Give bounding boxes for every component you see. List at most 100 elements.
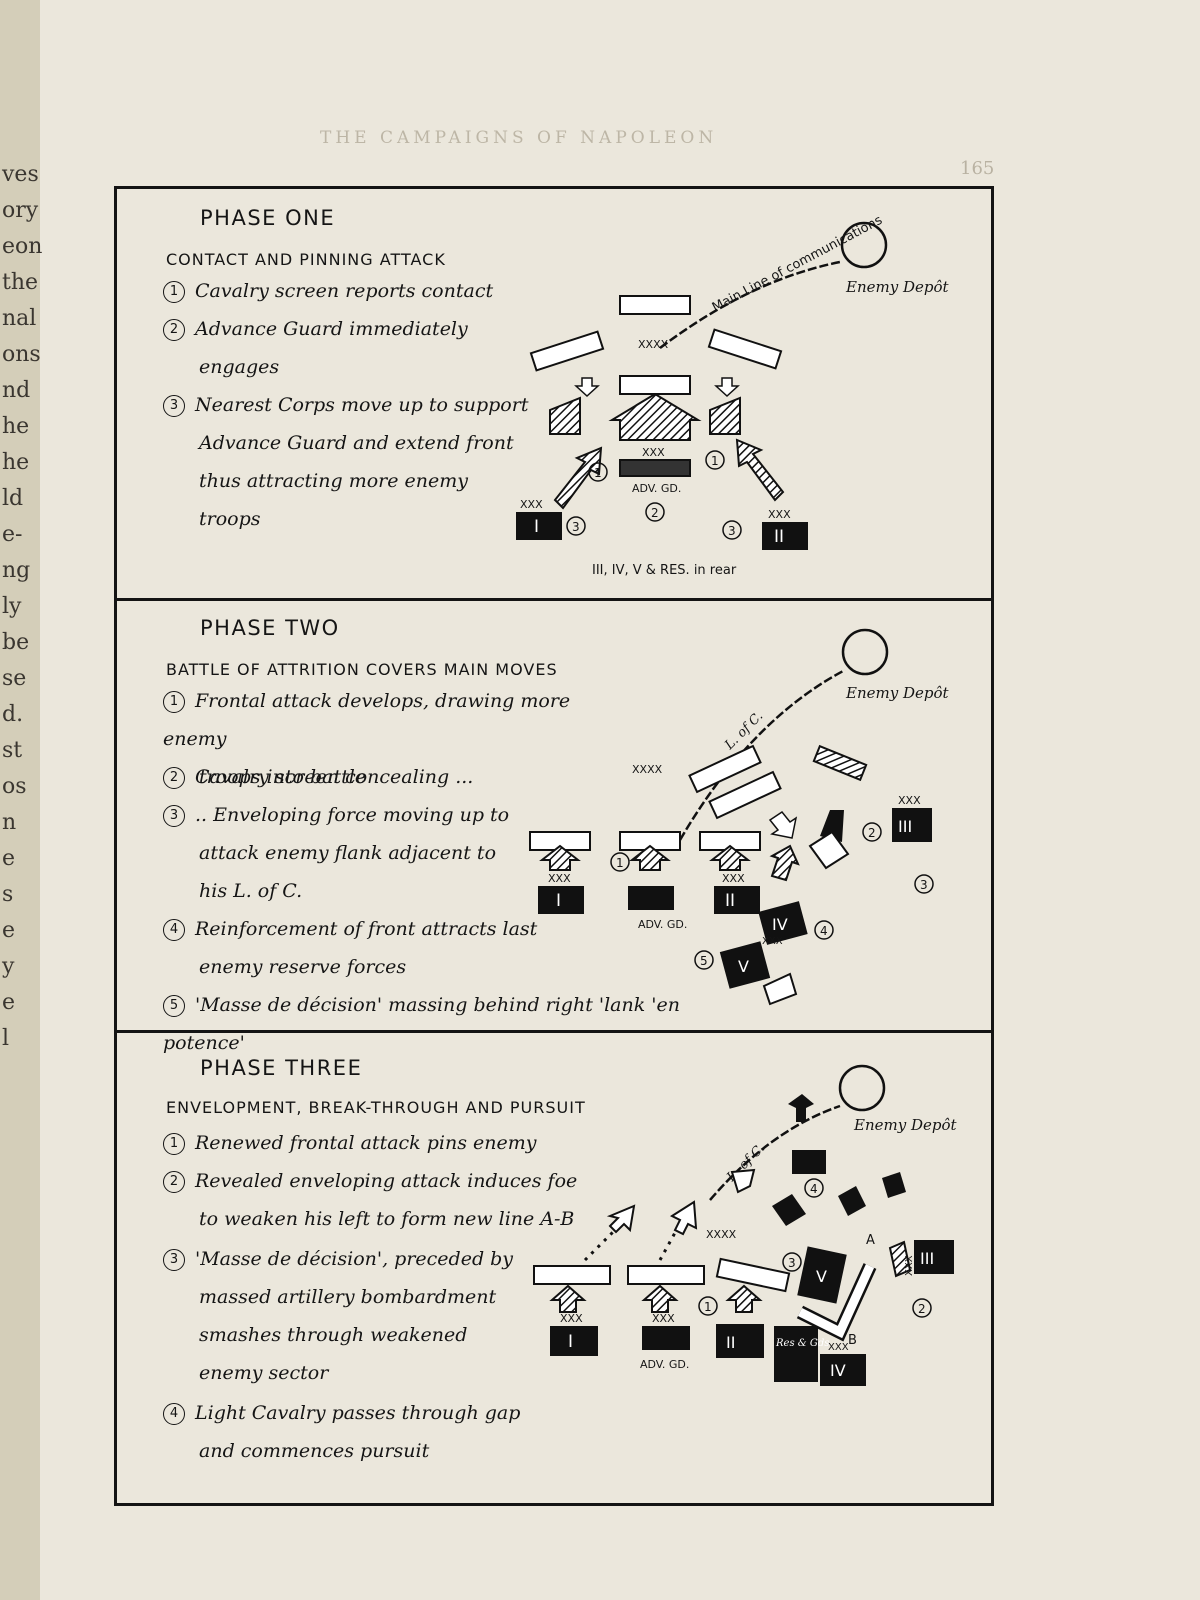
step-text: Light Cavalry passes through gap xyxy=(195,1402,521,1424)
phase-two-step-2: 2 Cavalry screen concealing ... xyxy=(163,758,603,796)
page-number: 165 xyxy=(960,158,995,179)
pursuit-arrow xyxy=(669,1200,698,1236)
step-text: to weaken his left to form new line A-B xyxy=(199,1208,575,1230)
line-of-communications xyxy=(709,1104,841,1201)
step-number: 2 xyxy=(163,767,185,789)
corps-ii-advance-arrow xyxy=(735,438,785,502)
depot-label: Enemy Depôt xyxy=(853,1116,957,1134)
marker-circle xyxy=(862,822,882,842)
corps-i-label: I xyxy=(568,1332,573,1352)
corps-i-advance-arrow xyxy=(553,446,603,510)
book-page xyxy=(40,0,1200,1600)
adv-guard-unit xyxy=(628,886,674,910)
phase-one-title: PHASE ONE xyxy=(200,206,336,230)
step-number: 1 xyxy=(163,281,185,303)
figure-frame xyxy=(114,186,994,1506)
light-cavalry-lead xyxy=(788,1094,814,1122)
enemy-unit xyxy=(707,328,783,370)
marker-circle xyxy=(645,502,665,522)
enemy-army-marker: XXXX xyxy=(706,1228,737,1241)
step-text: thus attracting more enemy xyxy=(199,470,468,492)
marker-circle xyxy=(705,450,725,470)
corps-iv-label: IV xyxy=(772,915,788,934)
step-number: 4 xyxy=(163,919,185,941)
pursuit-arrow xyxy=(606,1204,636,1234)
cavalry-unit xyxy=(882,1172,906,1198)
enemy-unit xyxy=(619,295,691,315)
enemy-unit xyxy=(688,744,762,794)
margin-fragment: he xyxy=(2,414,30,439)
marker-number: 4 xyxy=(820,924,828,938)
marker-circle xyxy=(782,1252,802,1272)
marker-circle xyxy=(610,852,630,872)
corps-iii-unit xyxy=(914,1240,954,1274)
running-head: THE CAMPAIGNS OF NAPOLEON xyxy=(320,128,718,148)
phase-two-subtitle: BATTLE OF ATTRITION COVERS MAIN MOVES xyxy=(166,660,558,679)
corps-iii-unit xyxy=(892,808,932,842)
phase-two-title: PHASE TWO xyxy=(200,616,340,640)
corps-ii-label: II xyxy=(726,1333,735,1352)
margin-fragment: ves xyxy=(2,162,39,187)
phase-three-subtitle: ENVELOPMENT, BREAK-THROUGH AND PURSUIT xyxy=(166,1098,586,1117)
reserve-label: Res & Gds xyxy=(775,1338,829,1349)
step-number: 4 xyxy=(163,1403,185,1425)
enemy-move-arrow xyxy=(574,377,600,398)
step-text: troops xyxy=(199,508,261,530)
enemy-army-marker: XXXX xyxy=(632,763,663,776)
step-text: Revealed enveloping attack induces foe xyxy=(195,1170,578,1192)
enemy-move-arrow xyxy=(714,377,740,398)
corps-iv-unit xyxy=(758,901,808,945)
phase-three-title: PHASE THREE xyxy=(200,1056,363,1080)
marker-circle xyxy=(698,1296,718,1316)
step-text: enemy reserve forces xyxy=(199,956,407,978)
step-number: 5 xyxy=(163,995,185,1017)
line-of-communications xyxy=(678,668,846,841)
margin-fragment: l xyxy=(2,1026,10,1051)
phase-two-step-3: 3.. Enveloping force moving up to attack… xyxy=(163,796,603,910)
margin-fragment: the xyxy=(2,270,39,295)
corps-i-unit xyxy=(516,512,562,540)
margin-fragment: be xyxy=(2,630,30,655)
point-label: A xyxy=(866,1233,875,1248)
margin-fragment: e xyxy=(2,990,16,1015)
corps-ii-label: II xyxy=(725,891,735,911)
step-text: Renewed frontal attack pins enemy xyxy=(195,1132,537,1154)
corps-i-attack-arrow xyxy=(539,844,581,871)
step-text: 'Masse de décision', preceded by xyxy=(195,1248,514,1270)
margin-fragment: st xyxy=(2,738,23,763)
corps-iii-label: III xyxy=(920,1249,934,1268)
step-text: smashes through weakened xyxy=(199,1324,468,1346)
adv-guard-label: ADV. GD. xyxy=(638,918,687,931)
margin-fragment: ons xyxy=(2,342,41,367)
corps-ii-attack-arrow xyxy=(709,844,751,871)
corps-marker: XXX xyxy=(520,498,543,511)
adv-guard-attack-arrow xyxy=(629,844,671,871)
margin-fragment: s xyxy=(2,882,14,907)
marker-circle xyxy=(694,950,714,970)
step-text: Cavalry screen concealing ... xyxy=(195,766,474,788)
point-label: B xyxy=(848,1333,857,1348)
cavalry-screen xyxy=(709,396,741,435)
cavalry-unit xyxy=(838,1186,866,1216)
depot-label: Enemy Depôt xyxy=(845,684,949,702)
enemy-new-line-ab xyxy=(797,1264,875,1339)
phase-three-step-3: 3'Masse de décision', preceded by massed… xyxy=(163,1240,603,1392)
line-of-communications xyxy=(659,260,841,349)
corps-marker: XXX xyxy=(768,508,791,521)
enemy-flank-unit xyxy=(820,810,844,842)
phase-two-diagram: Enemy Depôt L. of C. XXXX XXX I ADV. GD.… xyxy=(529,628,949,1006)
corps-marker: XXX xyxy=(548,872,571,885)
corps-ii-attack-arrow xyxy=(725,1284,763,1313)
corps-v-unit xyxy=(797,1246,847,1304)
marker-number: 3 xyxy=(572,520,580,534)
step-text: enemy sector xyxy=(199,1362,329,1384)
margin-fragment: ory xyxy=(2,198,39,223)
margin-fragment: e xyxy=(2,918,16,943)
enemy-depot-circle xyxy=(838,1064,886,1112)
marker-number: 3 xyxy=(920,878,928,892)
step-text: Nearest Corps move up to support xyxy=(195,394,529,416)
corps-i-label: I xyxy=(556,891,561,911)
step-number: 2 xyxy=(163,1171,185,1193)
